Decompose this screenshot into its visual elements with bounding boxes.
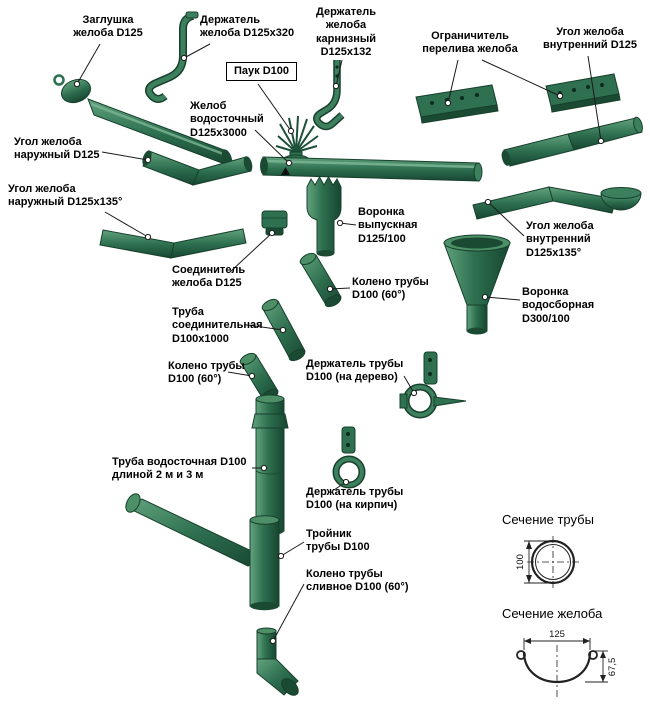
part-pipe-holder-brick <box>332 426 366 489</box>
label-spider: Паук D100 <box>226 62 297 82</box>
part-drain-elbow <box>256 627 299 696</box>
pipe-cross-section <box>524 536 579 588</box>
label-pipe-tee: Тройник трубы D100 <box>306 528 370 554</box>
label-drain-elbow: Колено трубы сливное D100 (60°) <box>306 568 409 594</box>
gutter-height-dimension: 67,5 <box>607 658 618 677</box>
part-pipe-elbow-upper <box>299 252 342 308</box>
part-gutter-endcap <box>53 74 92 104</box>
label-connecting-pipe: Труба соединительная D100x1000 <box>172 306 263 345</box>
part-downpipe <box>251 394 289 535</box>
label-pipe-elbow-lower: Колено трубы D100 (60°) <box>168 360 245 386</box>
part-pipe-tee <box>124 493 280 611</box>
part-gutter-holder <box>145 11 199 103</box>
part-pipe-holder-wood <box>399 351 467 419</box>
label-gutter-main: Желоб водосточный D125x3000 <box>190 100 264 139</box>
label-gutter-outer-angle: Угол желоба наружный D125 <box>14 136 100 162</box>
part-gutter-inner-angle-135 <box>472 186 617 220</box>
part-gutter-end-cup <box>600 187 642 211</box>
part-outlet-funnel <box>306 175 342 257</box>
callout-markers <box>73 54 605 645</box>
gutter-section-title: Сечение желоба <box>502 606 603 621</box>
label-pipe-holder-wood: Держатель трубы D100 (на дерево) <box>306 358 404 384</box>
label-gutter-connector: Соединитель желоба D125 <box>172 264 246 290</box>
label-gutter-endcap: Заглушка желоба D125 <box>73 14 143 40</box>
label-downpipe: Труба водосточная D100 длиной 2 м и 3 м <box>112 456 247 482</box>
part-cornice-gutter-holder <box>313 60 345 131</box>
part-gutter-inner-angle <box>501 116 643 167</box>
label-cornice-holder: Держатель желоба карнизный D125x132 <box>315 6 377 59</box>
pipe-diameter-dimension: 100 <box>515 554 526 570</box>
part-gutter-outer-angle-135 <box>99 228 247 259</box>
part-gutter-outer-angle <box>142 150 253 186</box>
label-collecting-funnel: Воронка водосборная D300/100 <box>522 286 595 325</box>
gutter-cross-section <box>516 638 608 698</box>
part-overflow-limiter-2 <box>545 73 621 113</box>
label-overflow-limiter: Ограничитель перелива желоба <box>422 30 518 56</box>
label-gutter-inner-135: Угол желоба внутренний D125x135° <box>526 220 594 259</box>
label-outlet-funnel: Воронка выпускная D125/100 <box>358 206 418 245</box>
part-overflow-limiter <box>415 84 499 124</box>
part-gutter-main <box>260 156 483 182</box>
label-gutter-inner-angle: Угол желоба внутренний D125 <box>542 26 638 52</box>
label-gutter-outer-135: Угол желоба наружный D125x135° <box>8 183 123 209</box>
part-gutter-diagonal-section <box>87 98 233 167</box>
part-collecting-funnel <box>443 234 511 335</box>
label-gutter-holder: Держатель желоба D125x320 <box>200 14 295 40</box>
pipe-section-title: Сечение трубы <box>502 512 594 527</box>
label-pipe-holder-brick: Держатель трубы D100 (на кирпич) <box>306 486 404 512</box>
gutter-width-dimension: 125 <box>549 629 565 640</box>
label-pipe-elbow-upper: Колено трубы D100 (60°) <box>352 276 429 302</box>
